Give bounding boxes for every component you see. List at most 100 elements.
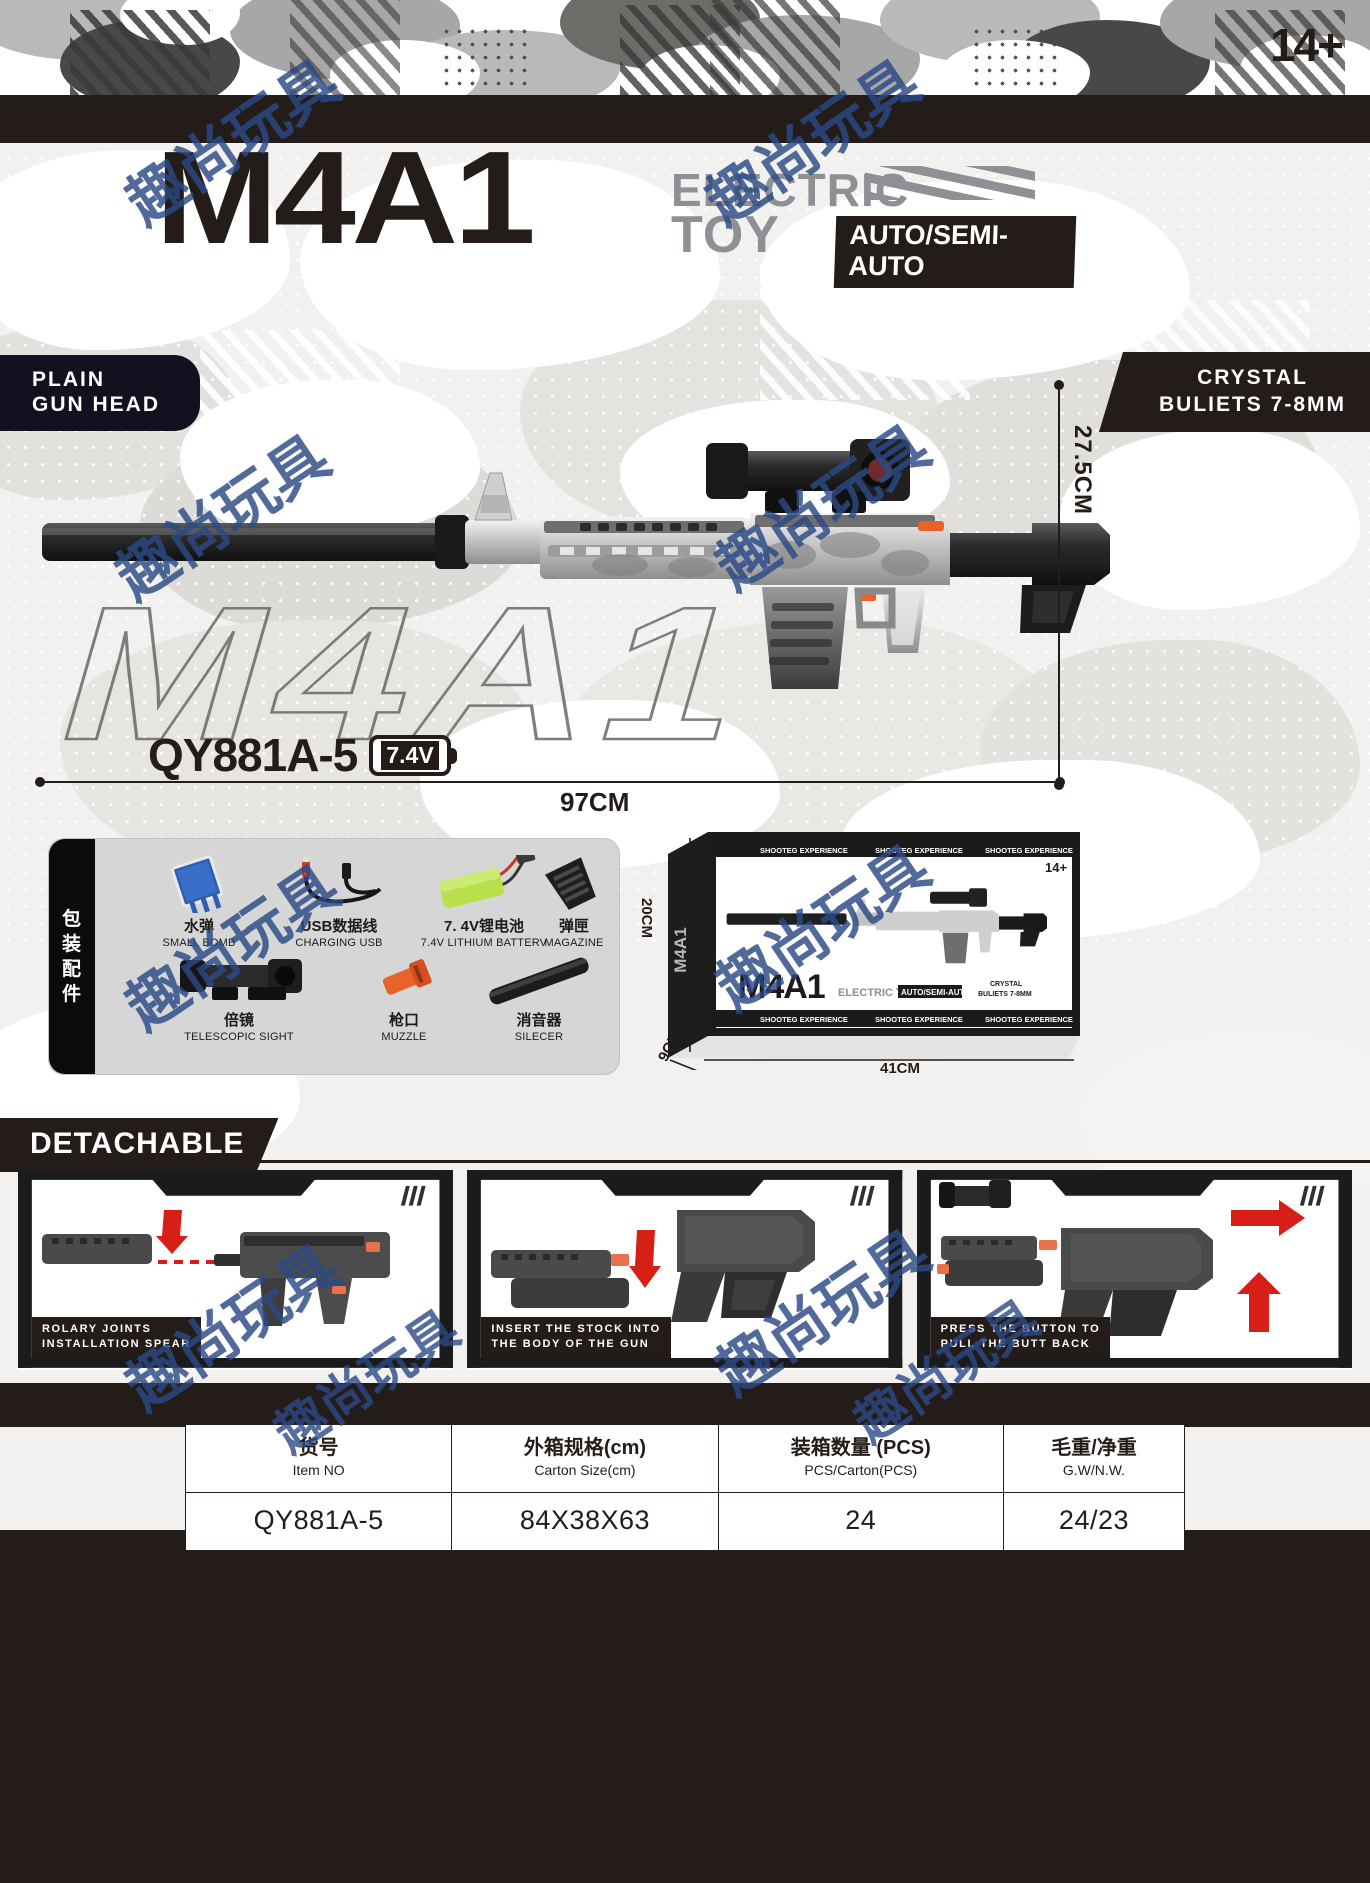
height-dimension-line — [1054, 380, 1064, 790]
step-caption-1-line2: INSTALLATION SPEAR — [42, 1338, 191, 1350]
battery-voltage-label: 7.4V — [381, 740, 439, 770]
accessory-label-cn: 水弹 — [183, 918, 214, 935]
box-front-title: M4A1 — [738, 968, 825, 1006]
tab-char-3: 配 — [61, 958, 82, 980]
accessory-label-cn: 枪口 — [388, 1012, 419, 1029]
stripe-decor-icon — [865, 166, 1035, 200]
step-caption-2-line1: INSERT THE STOCK INTO — [491, 1323, 661, 1335]
model-number-block: QY881A-5 7.4V — [148, 728, 458, 782]
age-rating-label: 14+ — [1269, 19, 1344, 71]
header-cn-3: 毛重/净重 — [1051, 1437, 1137, 1459]
step-caption-3: PRESS THE BUTTON TO PULL THE BUTT BACK — [930, 1317, 1111, 1358]
box-age-label: 14+ — [1045, 860, 1067, 875]
step-caption-2: INSERT THE STOCK INTO THE BODY OF THE GU… — [481, 1317, 671, 1358]
detachable-divider — [0, 1160, 1370, 1163]
usb-cable-icon — [302, 857, 382, 904]
step-caption-2-line2: THE BODY OF THE GUN — [491, 1338, 650, 1350]
table-header-cell: 毛重/净重 G.W/N.W. — [1002, 1424, 1186, 1493]
accessory-small-bomb: 水弹 SMALL BOMB — [139, 855, 259, 950]
muzzle-icon — [382, 959, 432, 995]
box-crystal-1: CRYSTAL — [990, 981, 1023, 988]
box-crystal-2: BULIETS 7-8MM — [978, 991, 1032, 998]
box-banner-bot-3: SHOOTEG EXPERIENCE — [985, 1015, 1073, 1024]
accessory-label-en: 7.4V LITHIUM BATTERV — [420, 937, 548, 949]
step-caption-1-line1: ROLARY JOINTS — [42, 1323, 152, 1335]
accessory-label-cn: 7. 4V锂电池 — [443, 918, 525, 935]
table-header-row: 货号 Item NO 外箱规格(cm) Carton Size(cm) 装箱数量… — [184, 1424, 1186, 1493]
spec-table: 货号 Item NO 外箱规格(cm) Carton Size(cm) 装箱数量… — [184, 1424, 1186, 1551]
step-image-1 — [42, 1210, 390, 1326]
step-panel-1: ROLARY JOINTS INSTALLATION SPEAR — [18, 1170, 454, 1370]
badge-left-line2: GUN HEAD — [32, 393, 161, 416]
header-en-1: Carton Size(cm) — [534, 1462, 636, 1478]
tab-char-4: 件 — [61, 983, 82, 1005]
step-caption-3-line2: PULL THE BUTT BACK — [940, 1338, 1091, 1350]
step-caption-3-line1: PRESS THE BUTTON TO — [940, 1323, 1101, 1335]
model-number: QY881A-5 — [148, 729, 358, 781]
accessory-label-cn: 弹匣 — [558, 918, 589, 935]
table-header-cell: 货号 Item NO — [184, 1424, 453, 1493]
product-photo-rifle — [20, 395, 1120, 795]
bottom-black-area — [0, 1530, 1370, 1883]
tab-char-1: 包 — [61, 908, 82, 930]
silencer-icon — [488, 957, 589, 1005]
bottom-accent-bar — [0, 1383, 1370, 1427]
accessory-label-en: SMALL BOMB — [162, 937, 236, 949]
accessories-tab-label: 包 装 配 件 — [49, 839, 95, 1074]
accessory-telescopic-sight: 倍镜 TELESCOPIC SIGHT — [149, 955, 329, 1044]
header-en-0: Item NO — [292, 1462, 345, 1478]
height-dimension-label: 27.5CM — [1069, 425, 1096, 516]
accessory-magazine: 弹匣 MAGAZINE — [519, 855, 629, 950]
accessory-label-cn: 消音器 — [516, 1012, 562, 1029]
box-banner-top-1: SHOOTEG EXPERIENCE — [760, 846, 848, 855]
table-cell-item-no: QY881A-5 — [184, 1492, 453, 1551]
table-header-cell: 外箱规格(cm) Carton Size(cm) — [451, 1424, 719, 1493]
box-front-mode: AUTO/SEMI-AUTO — [901, 988, 970, 997]
box-banner-bot-2: SHOOTEG EXPERIENCE — [875, 1015, 963, 1024]
fire-mode-badge: AUTO/SEMI-AUTO — [833, 216, 1077, 288]
product-title: M4A1 — [155, 124, 536, 271]
battery-icon: 7.4V — [369, 734, 458, 776]
header-divider-bar — [0, 95, 1370, 143]
retail-box-mockup: M4A1 SHOOTEG EXPERIENCE SHOOTEG EXPERIEN… — [638, 820, 1090, 1077]
box-banner-bot-1: SHOOTEG EXPERIENCE — [760, 1015, 848, 1024]
table-cell-pcs: 24 — [717, 1492, 1004, 1551]
accessory-label-cn: USB数据线 — [300, 918, 378, 935]
length-dimension-label: 97CM — [560, 787, 630, 817]
badge-plain-gun-head: PLAIN GUN HEAD — [0, 355, 201, 431]
table-cell-weight: 24/23 — [1002, 1492, 1186, 1551]
table-header-cell: 装箱数量 (PCS) PCS/Carton(PCS) — [717, 1424, 1004, 1493]
badge-crystal-bullets: CRYSTAL BULIETS 7-8MM — [1098, 352, 1370, 432]
badge-right-line1: CRYSTAL — [1197, 366, 1308, 389]
detachable-section-title: DETACHABLE — [0, 1118, 278, 1172]
box-side-text: M4A1 — [671, 927, 690, 972]
header-cn-0: 货号 — [298, 1437, 339, 1459]
battery-pack-icon — [439, 846, 536, 909]
box-height-label: 20CM — [638, 898, 655, 939]
step-image-2 — [491, 1210, 816, 1322]
accessory-lithium-battery: 7. 4V锂电池 7.4V LITHIUM BATTERV — [404, 846, 564, 950]
tab-char-2: 装 — [61, 933, 82, 955]
badge-right-line2: BULIETS 7-8MM — [1158, 393, 1346, 416]
title-block: M4A1 ELECTRIC TOY AUTO/SEMI-AUTO — [155, 132, 1077, 288]
top-camo-strip — [0, 0, 1370, 95]
scope-icon — [180, 959, 302, 1000]
header-en-3: G.W/N.W. — [1062, 1462, 1126, 1478]
accessory-label-cn: 倍镜 — [223, 1012, 254, 1029]
header-cn-2: 装箱数量 (PCS) — [790, 1437, 931, 1459]
accessory-label-en: MAGAZINE — [544, 937, 604, 949]
badge-left-line1: PLAIN — [32, 368, 105, 391]
length-dimension-line — [35, 777, 1065, 787]
accessory-label-en: CHARGING USB — [295, 937, 383, 949]
step-panel-2: INSERT THE STOCK INTO THE BODY OF THE GU… — [467, 1170, 903, 1370]
accessory-silencer: 消音器 SILECER — [474, 955, 604, 1044]
detachable-steps: ROLARY JOINTS INSTALLATION SPEAR — [18, 1170, 1352, 1370]
accessories-panel: 包 装 配 件 水弹 SMALL BOMB USB数据线 — [48, 838, 620, 1075]
accessory-label-en: SILECER — [514, 1031, 564, 1043]
box-banner-top-2: SHOOTEG EXPERIENCE — [875, 846, 963, 855]
magazine-icon — [545, 857, 596, 910]
table-row: QY881A-5 84X38X63 24 24/23 — [184, 1492, 1186, 1551]
box-banner-top-3: SHOOTEG EXPERIENCE — [985, 846, 1073, 855]
header-cn-1: 外箱规格(cm) — [523, 1437, 647, 1459]
